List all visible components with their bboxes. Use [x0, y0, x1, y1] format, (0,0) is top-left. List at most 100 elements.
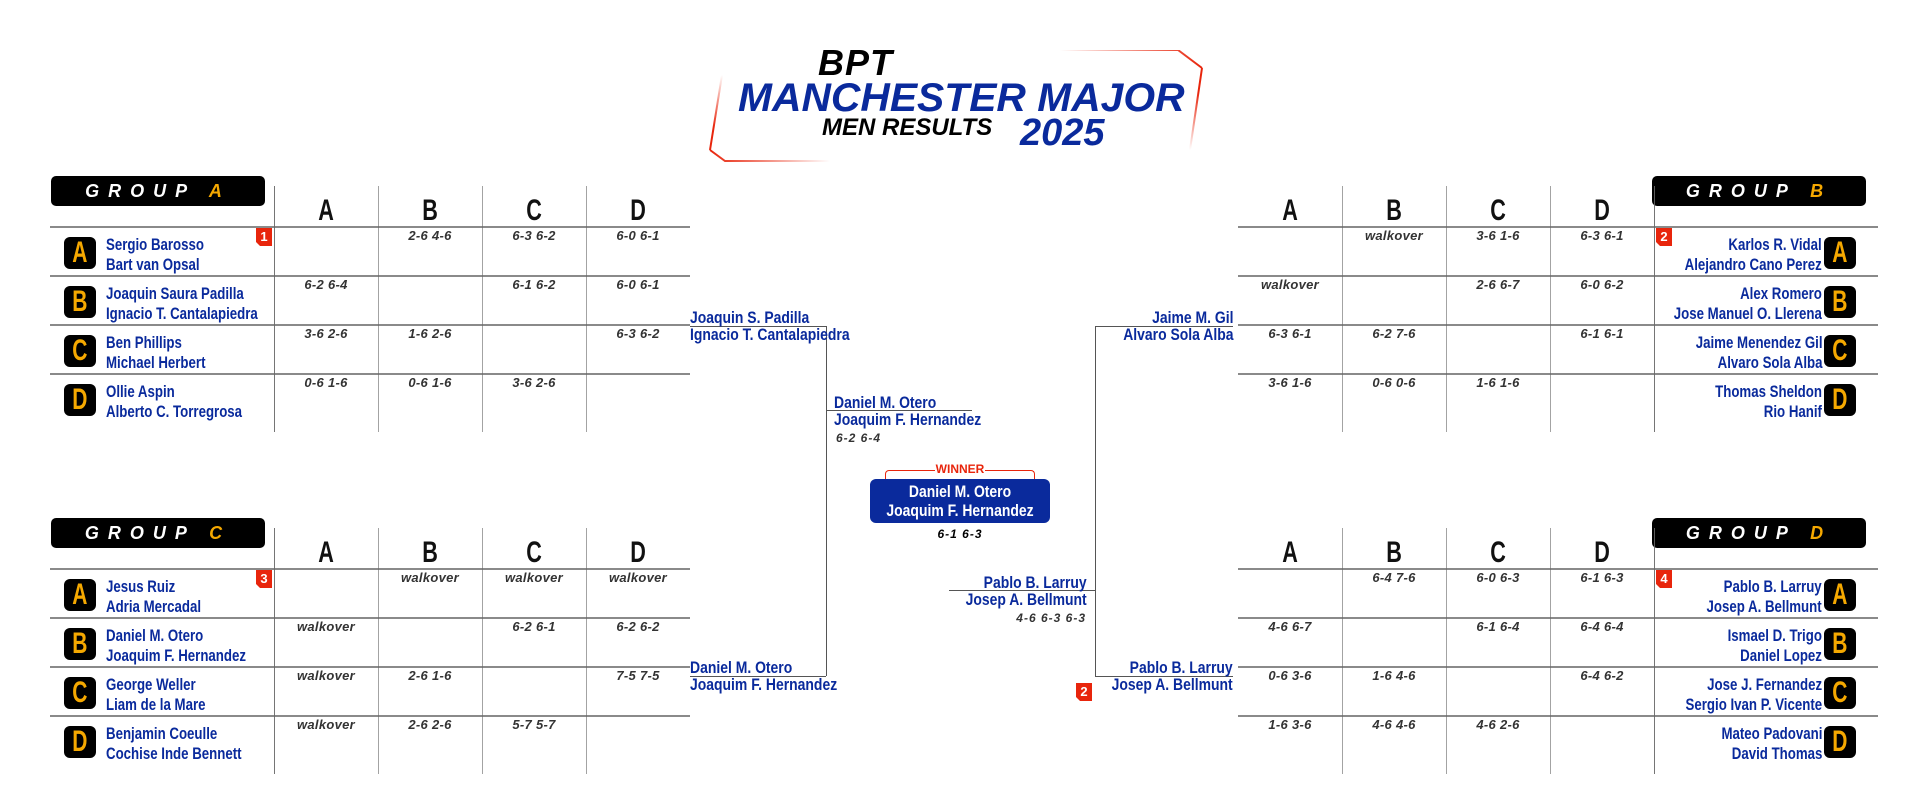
player-name: Ollie Aspin	[106, 382, 175, 401]
bracket-line	[1095, 326, 1096, 676]
player-name: Jose J. Fernandez	[1707, 675, 1822, 694]
result-cell: 2-6 1-6	[408, 668, 452, 683]
seed-badge: B	[64, 286, 96, 318]
group-letter: B	[1810, 181, 1833, 201]
semi-left-top-team: Joaquin S. Padilla Ignacio T. Cantalapie…	[690, 309, 850, 343]
column-header: A	[318, 194, 334, 227]
result-cell: 3-6 2-6	[304, 326, 348, 341]
player-name: Pablo B. Larruy	[983, 573, 1087, 592]
player-name: Alex Romero	[1740, 284, 1822, 303]
result-cell: 0-6 1-6	[408, 375, 452, 390]
result-cell: 6-0 6-3	[1476, 570, 1520, 585]
column-header: A	[318, 536, 334, 569]
winner-label: WINNER	[935, 462, 985, 476]
result-cell: 6-2 6-4	[304, 277, 348, 292]
seed-letter: C	[72, 676, 88, 709]
result-cell: 6-0 6-1	[616, 228, 660, 243]
result-cell: 2-6 6-7	[1476, 277, 1520, 292]
grid-line	[1446, 186, 1447, 432]
result-cell: 3-6 1-6	[1476, 228, 1520, 243]
group-label: GROUP	[1685, 181, 1797, 201]
grid-line	[1550, 186, 1551, 432]
result-cell: 6-3 6-1	[1580, 228, 1624, 243]
grid-line	[1550, 528, 1551, 774]
player-name: Daniel M. Otero	[690, 658, 793, 677]
player-name: Benjamin Coeulle	[106, 724, 218, 743]
seed-badge: B	[1824, 286, 1856, 318]
player-name: Sergio Barosso	[106, 235, 205, 254]
player-name: Daniel M. Otero	[908, 482, 1012, 501]
seed-badge: D	[64, 726, 96, 758]
player-name: George Weller	[106, 675, 196, 694]
player-name: Daniel Lopez	[1740, 646, 1822, 665]
title-frame	[700, 50, 1220, 162]
seed-letter: C	[1832, 676, 1848, 709]
seed-badge: A	[64, 237, 96, 269]
seed-badge: D	[1824, 384, 1856, 416]
seed-letter: A	[72, 236, 88, 269]
player-name: Sergio Ivan P. Vicente	[1685, 695, 1822, 714]
result-cell: 1-6 1-6	[1476, 375, 1520, 390]
player-name: Alvaro Sola Alba	[1122, 325, 1233, 344]
grid-line	[378, 528, 379, 774]
player-name: Liam de la Mare	[106, 695, 206, 714]
result-cell: 6-4 6-2	[1580, 668, 1624, 683]
seed-letter: B	[1832, 285, 1848, 318]
player-name: Jaime Menendez Gil	[1695, 333, 1822, 352]
player-name: Josep A. Bellmunt	[1111, 675, 1233, 694]
grid-line	[274, 528, 275, 774]
winner-team-box: Daniel M. Otero Joaquim F. Hernandez	[870, 479, 1050, 523]
seed-letter: B	[72, 627, 88, 660]
player-name: Joaquim F. Hernandez	[886, 501, 1034, 520]
semi-right-score: 4-6 6-3 6-3	[1016, 611, 1086, 625]
group-d-badge: GROUP D	[1652, 518, 1866, 548]
result-cell: 6-3 6-1	[1268, 326, 1312, 341]
result-cell: 6-3 6-2	[616, 326, 660, 341]
seed-letter: D	[72, 383, 88, 416]
winner-frame-gap	[935, 465, 985, 475]
player-name: Alberto C. Torregrosa	[106, 402, 243, 421]
grid-line	[482, 528, 483, 774]
result-cell	[482, 326, 586, 373]
player-name: David Thomas	[1731, 744, 1822, 763]
grid-line	[1654, 528, 1655, 774]
result-cell: 6-1 6-4	[1476, 619, 1520, 634]
result-cell: 6-1 6-2	[512, 277, 556, 292]
group-c-badge: GROUP C	[51, 518, 265, 548]
seed-badge: C	[1824, 677, 1856, 709]
player-name: Ignacio T. Cantalapiedra	[690, 325, 850, 344]
group-rank-badge: 2	[1656, 228, 1672, 246]
column-header: B	[1386, 536, 1402, 569]
column-header: D	[630, 536, 646, 569]
result-cell	[586, 375, 690, 422]
result-cell	[586, 717, 690, 764]
title-subtitle: MEN RESULTS	[822, 114, 993, 141]
result-cell: walkover	[296, 717, 356, 732]
column-header: D	[1594, 194, 1610, 227]
result-cell: 3-6 1-6	[1268, 375, 1312, 390]
group-letter: A	[208, 181, 231, 201]
semi-left-score: 6-2 6-4	[836, 431, 882, 445]
player-name: Alvaro Sola Alba	[1717, 353, 1822, 372]
player-name: Alejandro Cano Perez	[1684, 255, 1822, 274]
player-name: Joaquim F. Hernandez	[834, 410, 982, 429]
seed-badge: A	[64, 579, 96, 611]
result-cell: walkover	[296, 668, 356, 683]
seed-badge: C	[64, 677, 96, 709]
player-name: Cochise Inde Bennett	[106, 744, 242, 763]
column-header: B	[1386, 194, 1402, 227]
result-cell: 6-1 6-3	[1580, 570, 1624, 585]
result-cell: walkover	[504, 570, 564, 585]
